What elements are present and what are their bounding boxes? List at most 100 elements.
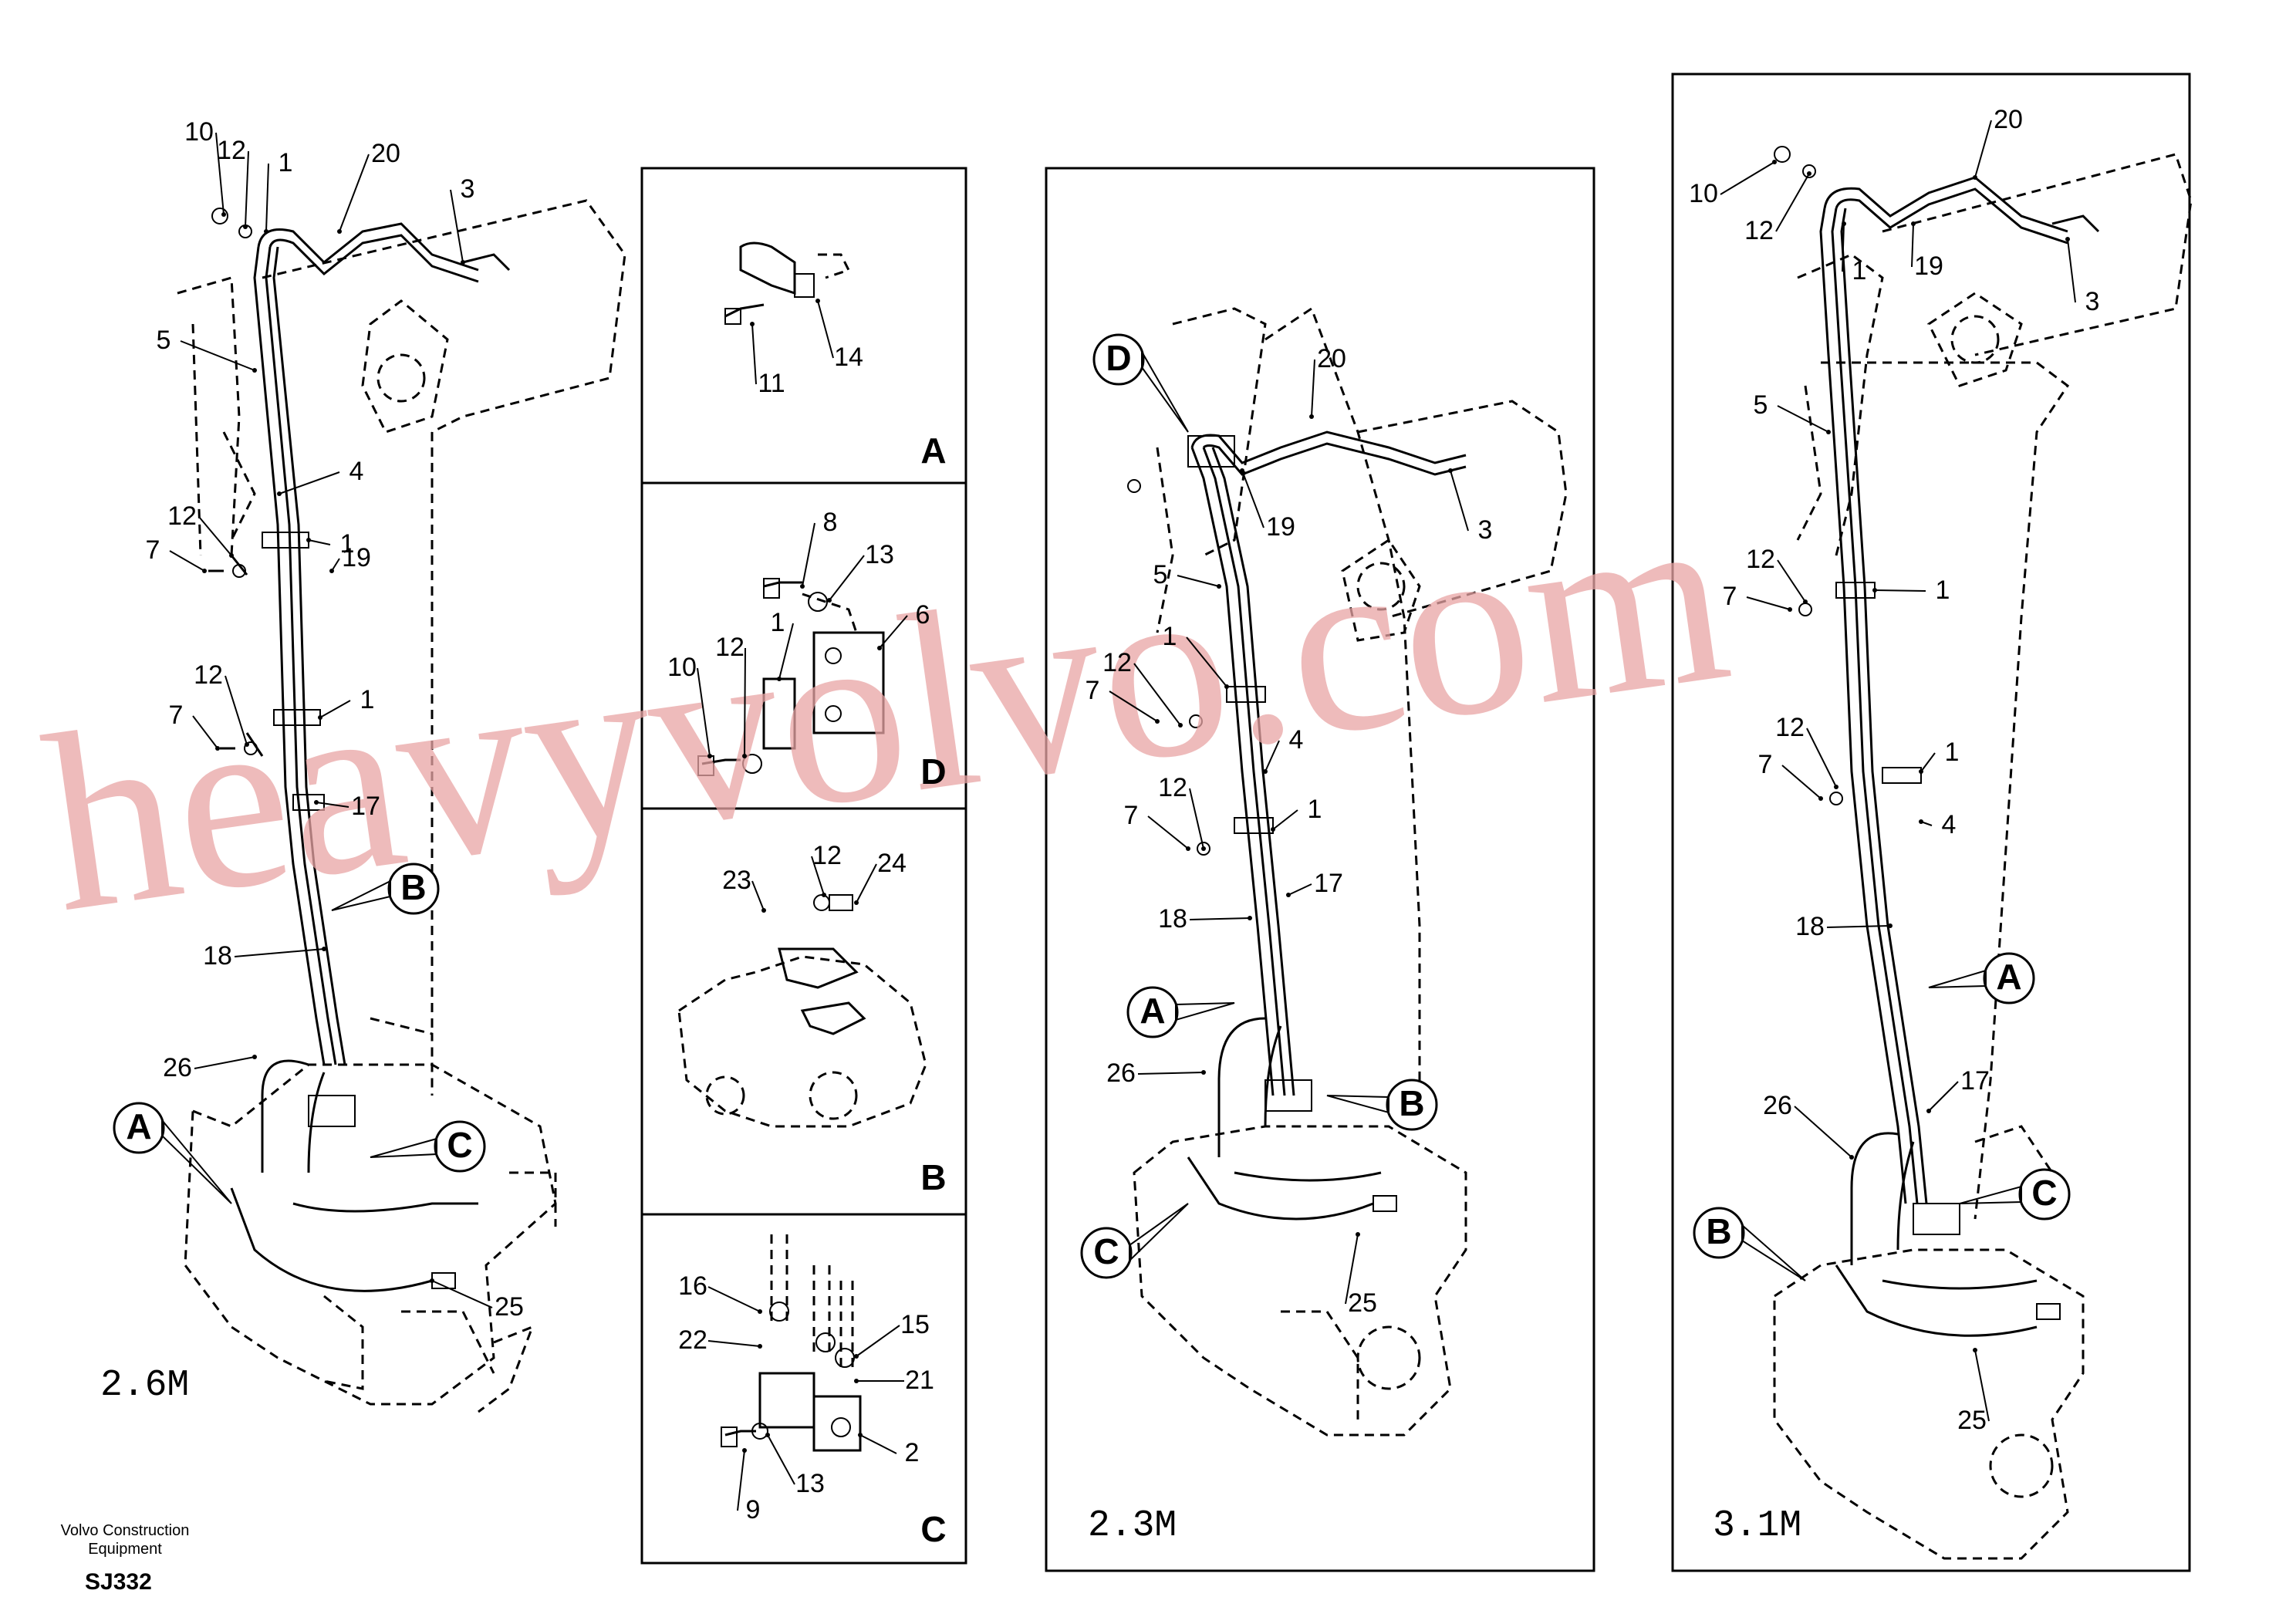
leader-line xyxy=(802,522,815,587)
leader-arrowhead xyxy=(1911,221,1916,226)
leader-line xyxy=(1345,1234,1359,1305)
leader-arrowhead xyxy=(229,553,234,558)
view-2-6m-callout: 12 xyxy=(167,501,197,531)
detail-c-callout: 22 xyxy=(678,1325,707,1355)
leader-line xyxy=(1777,405,1829,433)
view-2-6m-callout: 5 xyxy=(157,326,171,355)
leader-arrowhead xyxy=(1919,819,1923,824)
leader-arrowhead xyxy=(1217,584,1221,589)
leader-line xyxy=(1311,359,1315,417)
detail-reference-circle xyxy=(2018,1168,2071,1221)
leader-arrowhead xyxy=(264,229,268,234)
detail-b-callout: 24 xyxy=(877,849,907,878)
leader-line xyxy=(707,1286,761,1312)
view-3-1m-callout: 12 xyxy=(1744,216,1774,245)
leader-arrowhead xyxy=(858,1433,863,1437)
leader-arrowhead xyxy=(1803,599,1808,604)
leader-arrowhead xyxy=(252,1055,257,1059)
detail-reference-circle xyxy=(1080,1227,1133,1279)
view-2-6m-callout: 19 xyxy=(342,543,371,572)
detail-reference-circle xyxy=(387,863,440,915)
leader-line xyxy=(1186,636,1227,687)
leader-line xyxy=(811,856,825,896)
view-frame-2-3m xyxy=(1045,167,1595,1572)
view-2-6m-callout: 1 xyxy=(279,148,293,177)
leader-line xyxy=(194,1056,255,1069)
leader-line xyxy=(817,300,834,359)
detail-reference-circle xyxy=(1092,333,1145,386)
detail-reference-pointer xyxy=(370,1137,437,1158)
detail-reference-pointer xyxy=(1175,1002,1235,1021)
detail-reference-circle xyxy=(1983,952,2035,1004)
detail-reference-pointer xyxy=(1928,969,1987,988)
leader-arrowhead xyxy=(750,322,755,326)
leader-line xyxy=(879,615,908,649)
leader-line xyxy=(1147,815,1189,849)
detail-reference-circle xyxy=(1126,986,1179,1038)
leader-arrowhead xyxy=(777,677,782,681)
view-2-3m-callout: 19 xyxy=(1266,512,1295,542)
view-2-3m-callout: 17 xyxy=(1314,869,1343,898)
view-2-3m-callout: 7 xyxy=(1124,801,1139,830)
leader-arrowhead xyxy=(243,225,248,229)
view-2-6m-callout: 17 xyxy=(351,792,380,821)
leader-line xyxy=(2067,238,2076,303)
leader-arrowhead xyxy=(1834,785,1838,789)
leader-line xyxy=(1974,1349,1990,1422)
detail-b-callout: 12 xyxy=(812,841,842,870)
detail-c-callout: 9 xyxy=(746,1495,761,1524)
leader-arrowhead xyxy=(1842,221,1846,226)
view-3-1m-callout: 17 xyxy=(1960,1066,1990,1096)
detail-c-callout: 15 xyxy=(900,1310,930,1339)
leader-arrowhead xyxy=(277,491,282,496)
footer-brand-line2: Equipment xyxy=(88,1541,162,1558)
leader-arrowhead xyxy=(765,1433,770,1437)
leader-arrowhead xyxy=(1240,468,1244,473)
detail-reference-letter: A xyxy=(126,1106,151,1146)
view-3-1m-callout: 3 xyxy=(2085,287,2100,316)
detail-b-drawing xyxy=(677,894,927,1128)
leader-line xyxy=(1109,690,1158,722)
leader-line xyxy=(1137,1072,1204,1075)
view-2-3m-callout: 4 xyxy=(1289,725,1304,755)
view-2-6m-callout: 3 xyxy=(461,174,475,204)
detail-reference-pointer xyxy=(1129,1203,1189,1263)
detail-c-callout: 21 xyxy=(905,1366,934,1395)
leader-arrowhead xyxy=(742,754,747,758)
view-2-6m-callout: 20 xyxy=(371,139,400,168)
leader-arrowhead xyxy=(1888,923,1893,928)
drawing-code: SJ332 xyxy=(85,1569,152,1595)
view-3-1m-callout: 26 xyxy=(1763,1091,1792,1120)
view-3-1m-callout: 20 xyxy=(1994,105,2023,134)
detail-reference-letter: A xyxy=(1996,957,2021,997)
leader-line xyxy=(245,150,249,228)
detail-c-drawing xyxy=(721,1234,862,1452)
leader-arrowhead xyxy=(329,569,334,573)
detail-reference-pointer xyxy=(1141,349,1189,433)
leader-line xyxy=(316,802,349,808)
view-2-6m-callout: 4 xyxy=(349,457,364,486)
leader-arrowhead xyxy=(758,1344,762,1349)
view-3-1m-drawing xyxy=(1773,146,2193,1560)
detail-panel-letter-a: A xyxy=(920,430,946,471)
leader-arrowhead xyxy=(1271,827,1275,832)
view-2-6m-callout: 25 xyxy=(495,1292,524,1322)
leader-line xyxy=(319,700,351,718)
view-2-3m-variant-label: 2.3M xyxy=(1088,1505,1177,1547)
detail-reference-circle xyxy=(434,1120,486,1173)
detail-reference-letter: B xyxy=(400,867,426,907)
detail-reference-letter: C xyxy=(447,1125,472,1165)
view-2-3m-callout: 5 xyxy=(1153,560,1168,589)
leader-line xyxy=(1272,809,1298,830)
leader-line xyxy=(1189,917,1251,920)
leader-arrowhead xyxy=(314,800,319,805)
leader-arrowhead xyxy=(306,538,311,542)
leader-arrowhead xyxy=(854,1379,859,1383)
view-2-3m-callout: 18 xyxy=(1158,904,1187,934)
leader-line xyxy=(308,539,331,545)
leader-arrowhead xyxy=(854,900,859,905)
detail-a-callout: 14 xyxy=(834,343,863,372)
leader-arrowhead xyxy=(707,754,712,758)
leader-arrowhead xyxy=(461,260,465,265)
leader-arrowhead xyxy=(1826,430,1831,434)
